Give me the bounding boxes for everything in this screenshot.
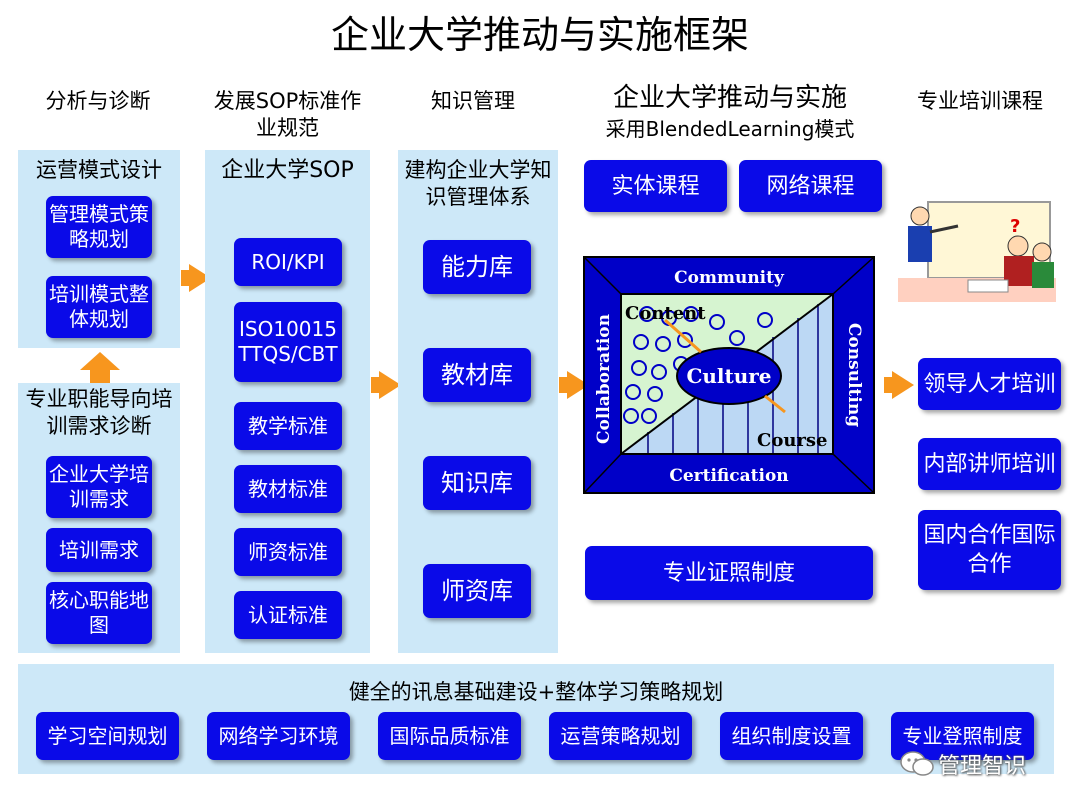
up-arrow-icon <box>80 352 120 370</box>
teaching-standard-button[interactable]: 教学标准 <box>234 402 342 450</box>
watermark: 管理智识 <box>900 748 1060 780</box>
course-pointer <box>764 394 786 414</box>
community-label: Community <box>674 268 785 288</box>
consulting-label: Consulting <box>844 323 864 427</box>
university-needs-button[interactable]: 企业大学培训需求 <box>46 456 152 518</box>
competency-map-button[interactable]: 核心职能地图 <box>46 582 152 644</box>
infrastructure-panel <box>18 664 1054 774</box>
page-title: 企业大学推动与实施框架 <box>330 13 749 57</box>
svg-text:?: ? <box>1010 216 1020 237</box>
online-course-button[interactable]: 网络课程 <box>739 160 882 212</box>
column-heading-training: 专业培训课程 <box>917 89 1043 113</box>
course-label: Course <box>757 430 828 451</box>
arrow-body-2 <box>371 377 381 393</box>
operation-design-heading: 运营模式设计 <box>36 158 162 182</box>
arrow-body-4 <box>884 377 894 393</box>
knowledge-heading: 建构企业大学知识管理体系 <box>404 158 552 209</box>
training-needs-button[interactable]: 培训需求 <box>46 528 152 572</box>
diagram-content-circles <box>623 306 773 424</box>
right-arrow-icon <box>379 371 401 399</box>
column-heading-analysis: 分析与诊断 <box>45 89 151 113</box>
column-heading-knowledge: 知识管理 <box>431 89 515 113</box>
intl-quality-button[interactable]: 国际品质标准 <box>378 712 521 760</box>
up-arrow-body <box>90 369 110 383</box>
e-learning-env-button[interactable]: 网络学习环境 <box>207 712 350 760</box>
culture-label: Culture <box>686 364 771 388</box>
internal-trainer-button[interactable]: 内部讲师培训 <box>918 438 1061 490</box>
knowledge-library-button[interactable]: 知识库 <box>423 456 531 510</box>
certificate-system-button[interactable]: 专业证照制度 <box>585 546 873 600</box>
roi-kpi-button[interactable]: ROI/KPI <box>234 238 342 286</box>
watermark-text: 管理智识 <box>938 754 1027 779</box>
faculty-library-button[interactable]: 师资库 <box>423 564 531 618</box>
diagram-corner-lines <box>583 256 875 494</box>
column-heading-implementation: 企业大学推动与实施 <box>612 83 847 113</box>
certification-label: Certification <box>669 466 788 486</box>
diagram-course-bars <box>647 304 819 454</box>
faculty-standard-button[interactable]: 师资标准 <box>234 528 342 576</box>
diagram-inner-border <box>620 293 834 455</box>
cooperation-button[interactable]: 国内合作国际合作 <box>918 510 1061 590</box>
column-heading-sop: 发展SOP标准作业规范 <box>213 89 362 140</box>
right-arrow-icon <box>892 371 914 399</box>
collaboration-label: Collaboration <box>594 314 614 444</box>
sop-heading: 企业大学SOP <box>221 158 354 183</box>
iso-ttqs-button[interactable]: ISO10015 TTQS/CBT <box>234 302 342 382</box>
leadership-training-button[interactable]: 领导人才培训 <box>918 358 1061 410</box>
arrow-body-1 <box>181 270 191 286</box>
arrow-body-3 <box>559 377 569 393</box>
org-system-button[interactable]: 组织制度设置 <box>720 712 863 760</box>
training-illustration-icon: ? <box>898 201 1056 302</box>
infrastructure-heading: 健全的讯息基础建设+整体学习策略规划 <box>348 680 724 704</box>
column-subheading-blended: 采用BlendedLearning模式 <box>605 117 855 141</box>
needs-diagnosis-heading: 专业职能导向培训需求诊断 <box>25 387 173 438</box>
material-standard-button[interactable]: 教材标准 <box>234 465 342 513</box>
physical-course-button[interactable]: 实体课程 <box>584 160 727 212</box>
operation-strategy-button[interactable]: 运营策略规划 <box>549 712 692 760</box>
learning-space-button[interactable]: 学习空间规划 <box>36 712 179 760</box>
wechat-icon <box>900 751 934 776</box>
strategy-planning-button[interactable]: 管理模式策略规划 <box>46 196 152 258</box>
content-label: Content <box>625 303 706 324</box>
certification-standard-button[interactable]: 认证标准 <box>234 591 342 639</box>
culture-ellipse <box>676 347 782 405</box>
materials-library-button[interactable]: 教材库 <box>423 348 531 402</box>
competency-library-button[interactable]: 能力库 <box>423 240 531 294</box>
content-pointer <box>664 318 702 354</box>
blended-learning-diagram: Community Certification Collaboration Co… <box>583 256 875 494</box>
training-model-button[interactable]: 培训模式整体规划 <box>46 276 152 338</box>
